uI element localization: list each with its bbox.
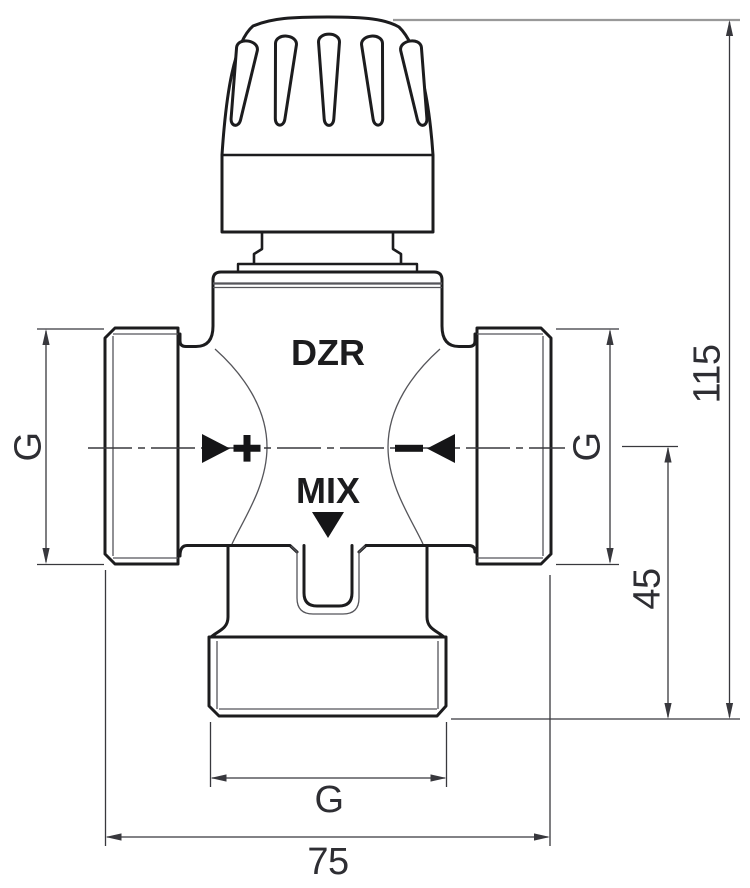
knob-grip-slots bbox=[229, 32, 429, 127]
overall-height-label: 115 bbox=[686, 344, 728, 403]
knob-slot-icon bbox=[229, 39, 259, 127]
left-port-thread-label: G bbox=[7, 432, 49, 461]
dim-arrow-down-icon bbox=[725, 703, 734, 719]
bottom-port-chamfer-lines bbox=[216, 641, 439, 710]
u-notch-outer-contour bbox=[290, 545, 366, 615]
body-bottom-and-u-notch bbox=[178, 544, 477, 608]
dimension-overall-height bbox=[393, 18, 740, 720]
dim-arrow-up-icon bbox=[606, 329, 614, 345]
left-port-chamfer-lines bbox=[112, 333, 178, 559]
yoke-sides bbox=[209, 544, 446, 639]
cold-inlet-arrow-icon bbox=[427, 434, 455, 463]
body-waist-curve-right bbox=[387, 348, 441, 545]
dim-arrow-up-icon bbox=[725, 20, 734, 36]
body-waist-curve-left bbox=[214, 348, 268, 545]
plus-symbol bbox=[233, 435, 261, 462]
right-port-thread-label: G bbox=[566, 432, 608, 461]
mix-outlet-arrow-icon bbox=[312, 512, 344, 538]
mix-label: MIX bbox=[296, 470, 360, 511]
knob-slot-icon bbox=[399, 39, 429, 127]
outlet-thread-label: G bbox=[314, 779, 343, 821]
right-port-outline bbox=[475, 326, 553, 566]
dim-arrow-down-icon bbox=[664, 703, 672, 719]
center-to-outlet-label: 45 bbox=[626, 568, 668, 609]
left-port-outline bbox=[103, 326, 180, 566]
dimension-right-port bbox=[556, 328, 619, 566]
dim-arrow-down-icon bbox=[606, 548, 614, 564]
dim-arrow-up-icon bbox=[42, 329, 50, 345]
right-port-chamfer-lines bbox=[477, 333, 544, 559]
dimension-outlet-port bbox=[209, 722, 448, 787]
bonnet-flange bbox=[236, 262, 419, 274]
knob-neck bbox=[252, 230, 403, 265]
knob-slot-icon bbox=[273, 34, 298, 127]
knob-slot-icon bbox=[317, 32, 341, 127]
dim-arrow-up-icon bbox=[664, 446, 672, 463]
dim-arrow-right-icon bbox=[534, 833, 550, 841]
dimension-left-port bbox=[37, 328, 104, 566]
knob-slot-icon bbox=[360, 34, 385, 127]
bonnet-cap-double-line bbox=[213, 282, 442, 289]
dim-arrow-down-icon bbox=[42, 548, 50, 564]
material-label: DZR bbox=[291, 332, 365, 373]
dim-arrow-right-icon bbox=[430, 774, 447, 782]
dim-arrow-left-icon bbox=[210, 774, 227, 782]
minus-symbol bbox=[395, 444, 423, 452]
overall-width-label: 75 bbox=[307, 841, 348, 883]
hot-inlet-arrow-icon bbox=[202, 434, 230, 463]
dimension-center-to-outlet bbox=[622, 445, 678, 719]
bonnet-and-body-outline bbox=[178, 270, 477, 348]
dimension-overall-width bbox=[104, 570, 551, 846]
bottom-port-outline bbox=[207, 635, 448, 718]
dim-arrow-left-icon bbox=[105, 833, 122, 841]
